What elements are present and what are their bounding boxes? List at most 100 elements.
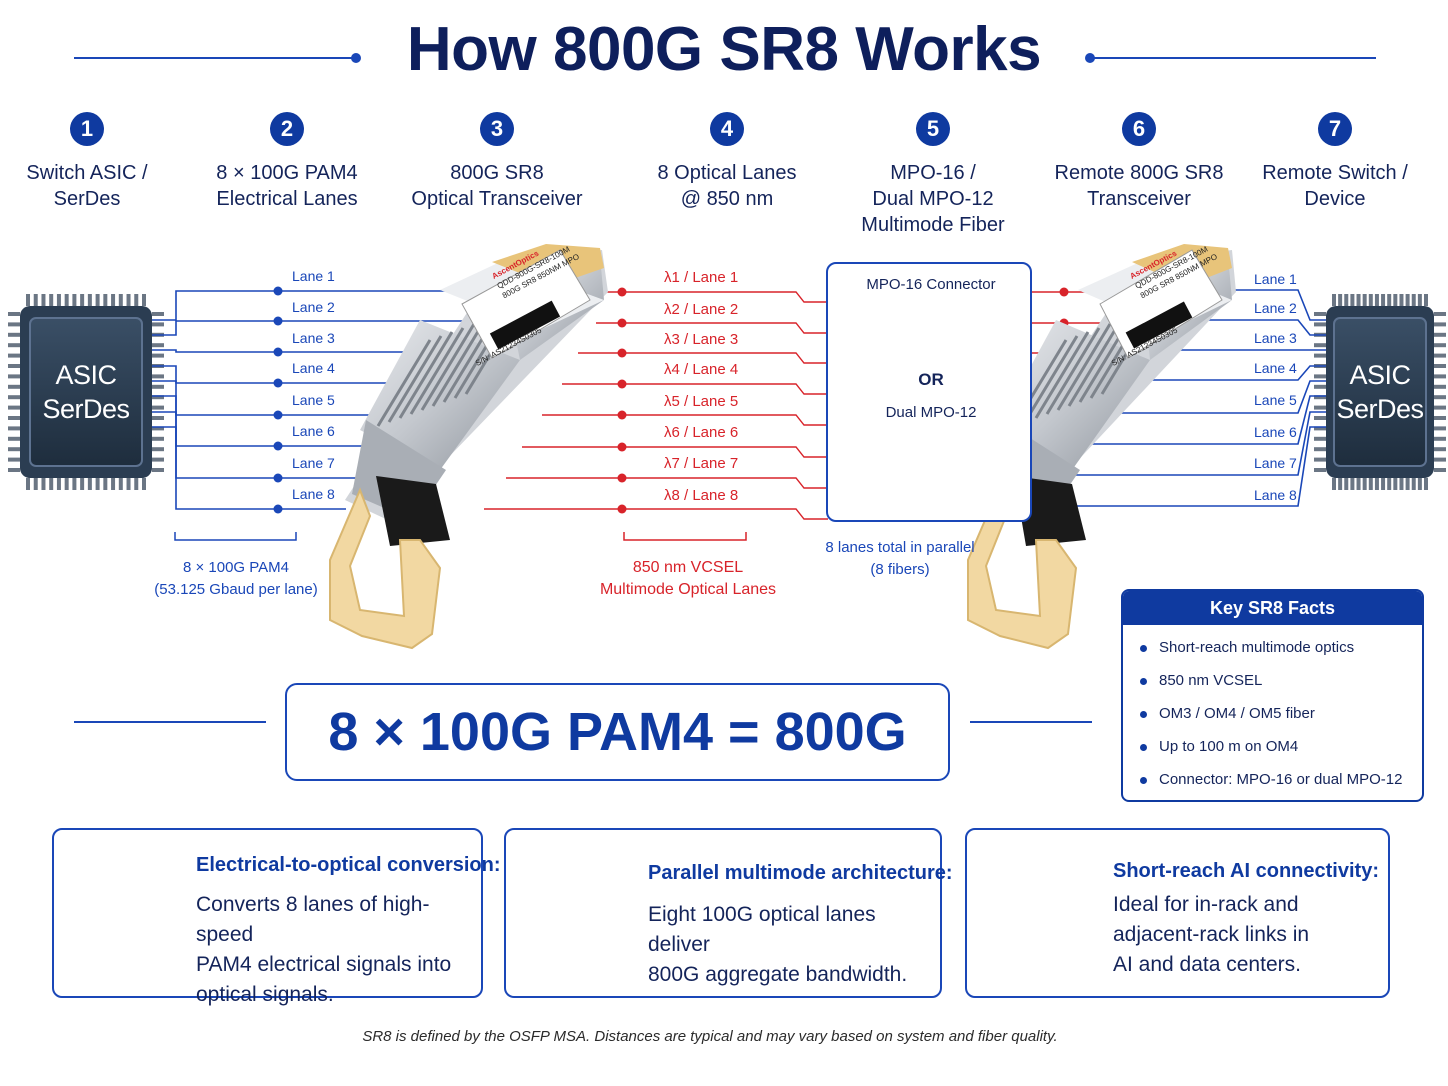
chip-pin [1405,478,1410,490]
chip-pin [1434,374,1446,379]
lane-label-left: Lane 7 [292,455,335,471]
lane-node [273,316,283,326]
chip-pin [41,294,46,306]
chip-pin [1314,384,1326,389]
asic-chip-right [1314,294,1446,490]
key-facts-panel: Key SR8 Facts Short-reach multimode opti… [1121,589,1424,802]
chip-pin [111,478,116,490]
optical-lane-line [506,477,828,489]
chip-pin [8,322,20,327]
feature-card-body: Ideal for in-rack and adjacent-rack link… [1113,893,1310,976]
chip-pin [152,405,164,410]
heatsink-fin [1045,327,1101,415]
chip-pin [64,478,69,490]
step-2: 2 8 × 100G PAM4 Electrical Lanes [182,112,392,212]
chip-pin [1350,478,1355,490]
lane-node [273,410,283,420]
lane-label-left: Lane 4 [292,360,335,376]
chip-pin [152,457,164,462]
chip-pin [8,426,20,431]
step-label: MPO-16 / Dual MPO-12 Multimode Fiber [861,162,1005,236]
chip-pin [1374,478,1379,490]
chip-pin [1417,294,1422,306]
chip-pin [1434,312,1446,316]
heatsink-fin [387,335,443,423]
chip-pin [80,294,85,306]
title-rule-right-dot [1085,53,1095,63]
mpo16-label: MPO-16 Connector [866,276,996,293]
optical-lane-node [617,473,627,483]
lane-label-right: Lane 5 [1254,392,1297,408]
chip-pin [8,416,20,420]
heatsink-fin [409,327,465,415]
feature-card-parallel: Parallel multimode architecture: Eight 1… [504,828,953,998]
key-fact-item: Connector: MPO-16 or dual MPO-12 [1139,765,1422,798]
lane-node [273,347,283,357]
chip-pin [142,294,146,306]
chip-pin [49,294,54,306]
chip-pin [8,364,20,368]
lane-node [273,504,283,514]
step-4: 4 8 Optical Lanes @ 850 nm [622,112,832,212]
chip-pin [152,395,164,400]
chip-pin [8,312,20,316]
step-6: 6 Remote 800G SR8 Transceiver [1034,112,1244,212]
chip-pin [1434,416,1446,420]
chip-pins-right [1314,294,1446,490]
chip-pin [1434,436,1446,441]
chip-pin [1332,478,1336,490]
chip-pin [1314,374,1326,379]
feature-card-ai: Short-reach AI connectivity: Ideal for i… [965,828,1390,998]
chip-pin [1314,353,1326,358]
optical-lane-label: λ8 / Lane 8 [664,487,739,504]
heatsink-fin [398,331,454,419]
chip-pin [8,447,20,452]
chip-pin [8,374,20,379]
optical-lane-label: λ7 / Lane 7 [664,455,739,472]
chip-pin [1350,294,1355,306]
dual-mpo12-label: Dual MPO-12 [885,404,977,421]
chip-pin [1338,478,1343,490]
asic-label-line: SerDes [1336,394,1424,424]
chip-pin [152,447,164,452]
key-facts-list: Short-reach multimode optics 850 nm VCSE… [1123,625,1422,798]
page-title: How 800G SR8 Works [406,15,1042,84]
lane-node [273,473,283,483]
step-number-badge: 3 [480,112,514,146]
optical-lane-node [617,410,627,420]
chip-pin [1434,395,1446,400]
lane-label-left: Lane 8 [292,486,335,502]
chip-pin [1314,457,1326,462]
optical-lane-line [578,352,828,364]
chip-pin [1387,478,1392,490]
transceiver-left [329,244,608,650]
key-fact-item: Up to 100 m on OM4 [1139,732,1422,765]
electrical-lane-line [152,395,390,447]
optical-lane-label: λ2 / Lane 2 [664,301,739,318]
step-number-badge: 7 [1318,112,1352,146]
electrical-lanes-left [152,286,476,514]
chip-pin [1314,426,1326,431]
chip-pin [1362,294,1367,306]
chip-pin [134,294,139,306]
caption-line: Multimode Optical Lanes [599,581,777,598]
feature-card-title: Short-reach AI connectivity: [1113,860,1379,882]
optical-lane-line [542,414,828,426]
optical-lane-node [617,504,627,514]
lane-label-left: Lane 5 [292,392,335,408]
step-3: 3 800G SR8 Optical Transceiver [392,112,602,212]
step-label: 800G SR8 Optical Transceiver [411,162,583,210]
step-label: Switch ASIC / SerDes [26,162,148,210]
chip-pin [8,343,20,348]
electrical-lane-line [1138,365,1326,381]
chip-pin [1314,416,1326,420]
chip-pin [126,478,131,490]
lane-label-right: Lane 6 [1254,424,1297,440]
chip-pin [87,478,92,490]
asic-label-right: ASIC SerDes [1334,358,1426,426]
heatsink-fin [1023,335,1079,423]
chip-pin [33,478,38,490]
or-label: OR [918,370,944,389]
chip-pin [152,374,164,379]
